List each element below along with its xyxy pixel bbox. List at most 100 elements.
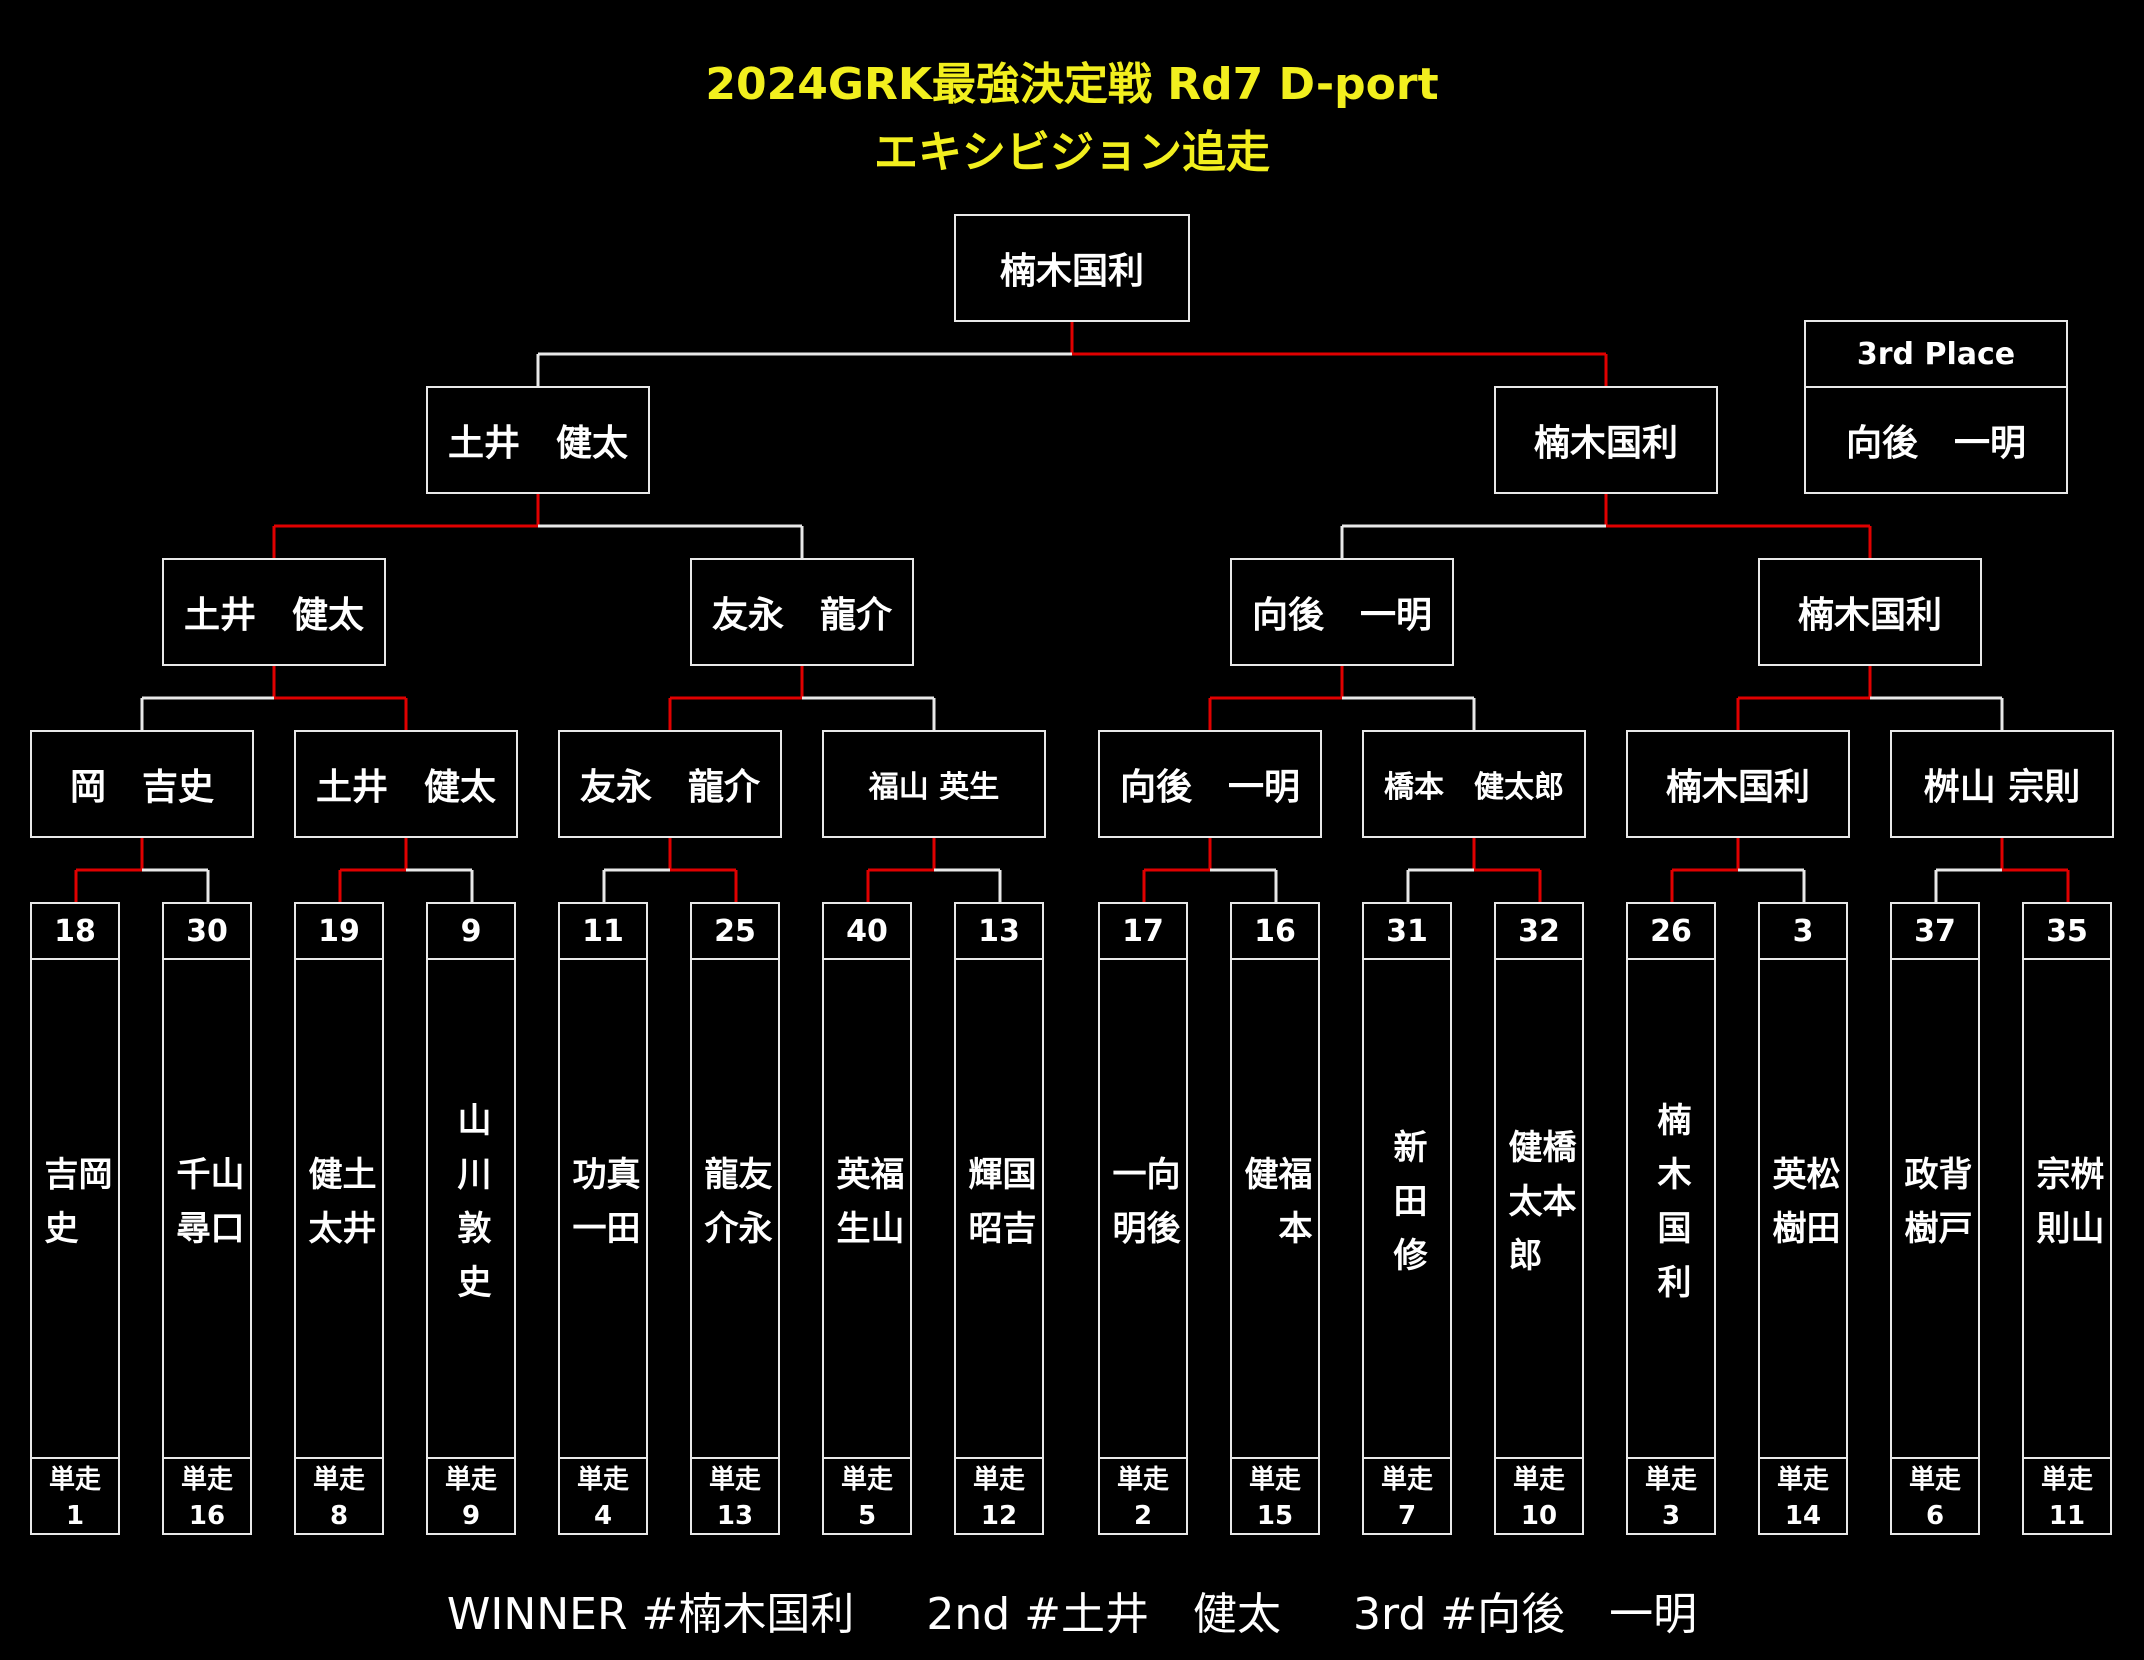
entry-number: 25 [692, 904, 778, 960]
solo-rank-value: 13 [716, 1501, 754, 1531]
solo-rank-value: 12 [980, 1501, 1018, 1531]
solo-label: 単走 [1644, 1465, 1697, 1495]
entrant-name: 友永 龍介 [698, 1155, 772, 1264]
entrant-name: 福本 健 [1238, 1155, 1312, 1264]
entrant-name: 山川敦史 [451, 1101, 491, 1318]
quarterfinal-2: 友永 龍介 [690, 558, 914, 666]
round16-6: 橋本 健太郎 [1362, 730, 1586, 838]
quarterfinal-3: 向後 一明 [1230, 558, 1454, 666]
title-line-1: 2024GRK最強決定戦 Rd7 D-port [705, 59, 1439, 110]
solo-rank-value: 8 [329, 1501, 349, 1531]
solo-rank: 単走 12 [956, 1457, 1042, 1533]
quarterfinal-1: 土井 健太 [162, 558, 386, 666]
round16-1: 岡 吉史 [30, 730, 254, 838]
solo-label: 単走 [312, 1465, 365, 1495]
entry-number: 26 [1628, 904, 1714, 960]
entrant-name: 福山 英生 [830, 1155, 904, 1264]
entry-number: 19 [296, 904, 382, 960]
entry-number: 40 [824, 904, 910, 960]
entrant-column: 13 国吉 輝昭 単走 12 [954, 902, 1044, 1535]
solo-label: 単走 [1248, 1465, 1301, 1495]
solo-label: 単走 [444, 1465, 497, 1495]
entrant-column: 16 福本 健 単走 15 [1230, 902, 1320, 1535]
solo-rank-value: 11 [2048, 1501, 2086, 1531]
entry-number: 17 [1100, 904, 1186, 960]
semifinal-right: 楠木国利 [1494, 386, 1718, 494]
solo-label: 単走 [48, 1465, 101, 1495]
entrant-column: 40 福山 英生 単走 5 [822, 902, 912, 1535]
solo-rank-value: 6 [1925, 1501, 1945, 1531]
solo-label: 単走 [1512, 1465, 1565, 1495]
solo-rank-value: 2 [1133, 1501, 1153, 1531]
solo-rank: 単走 15 [1232, 1457, 1318, 1533]
entrant-column: 19 土井 健太 単走 8 [294, 902, 384, 1535]
round16-7: 楠木国利 [1626, 730, 1850, 838]
entry-number: 3 [1760, 904, 1846, 960]
entrant-name: 新田修 [1387, 1128, 1427, 1291]
solo-rank: 単走 8 [296, 1457, 382, 1533]
solo-label: 単走 [708, 1465, 761, 1495]
solo-label: 単走 [2040, 1465, 2093, 1495]
round16-2: 土井 健太 [294, 730, 518, 838]
solo-rank-value: 4 [593, 1501, 613, 1531]
solo-rank-value: 1 [65, 1501, 85, 1531]
round16-5: 向後 一明 [1098, 730, 1322, 838]
title-line-2: エキシビジョン追走 [874, 127, 1270, 178]
solo-rank: 単走 4 [560, 1457, 646, 1533]
solo-rank-value: 9 [461, 1501, 481, 1531]
solo-rank: 単走 7 [1364, 1457, 1450, 1533]
entrant-column: 32 橋本 健太郎 単走 10 [1494, 902, 1584, 1535]
entry-number: 9 [428, 904, 514, 960]
entry-number: 18 [32, 904, 118, 960]
entrant-name: 国吉 輝昭 [962, 1155, 1036, 1264]
entry-number: 35 [2024, 904, 2110, 960]
solo-label: 単走 [1908, 1465, 1961, 1495]
solo-rank: 単走 13 [692, 1457, 778, 1533]
entry-number: 13 [956, 904, 1042, 960]
entrant-name: 松田 英樹 [1766, 1155, 1840, 1264]
round16-8: 桝山 宗則 [1890, 730, 2114, 838]
round16-3: 友永 龍介 [558, 730, 782, 838]
entrant-name: 山口 千尋 [170, 1155, 244, 1264]
entrant-name: 桝山 宗則 [2030, 1155, 2104, 1264]
solo-rank-value: 5 [857, 1501, 877, 1531]
solo-rank: 単走 6 [1892, 1457, 1978, 1533]
entry-number: 16 [1232, 904, 1318, 960]
solo-rank-value: 10 [1520, 1501, 1558, 1531]
solo-rank: 単走 5 [824, 1457, 910, 1533]
third-place-name: 向後 一明 [1804, 386, 2068, 494]
solo-label: 単走 [1380, 1465, 1433, 1495]
entrant-name: 背戸 政樹 [1898, 1155, 1972, 1264]
solo-label: 単走 [972, 1465, 1025, 1495]
entrant-column: 35 桝山 宗則 単走 11 [2022, 902, 2112, 1535]
entrant-name: 橋本 健太郎 [1502, 1128, 1576, 1291]
entrant-name: 楠木国利 [1651, 1101, 1691, 1318]
semifinal-left: 土井 健太 [426, 386, 650, 494]
entry-number: 32 [1496, 904, 1582, 960]
entrant-name: 真田 功一 [566, 1155, 640, 1264]
solo-label: 単走 [840, 1465, 893, 1495]
round16-4: 福山 英生 [822, 730, 1046, 838]
champion-box: 楠木国利 [954, 214, 1190, 322]
solo-label: 単走 [180, 1465, 233, 1495]
solo-label: 単走 [1776, 1465, 1829, 1495]
quarterfinal-4: 楠木国利 [1758, 558, 1982, 666]
entry-number: 30 [164, 904, 250, 960]
solo-rank-value: 7 [1397, 1501, 1417, 1531]
third-place-label: 3rd Place [1804, 320, 2068, 388]
entrant-name: 土井 健太 [302, 1155, 376, 1264]
entry-number: 37 [1892, 904, 1978, 960]
entrant-column: 37 背戸 政樹 単走 6 [1890, 902, 1980, 1535]
solo-rank-value: 15 [1256, 1501, 1294, 1531]
solo-label: 単走 [576, 1465, 629, 1495]
